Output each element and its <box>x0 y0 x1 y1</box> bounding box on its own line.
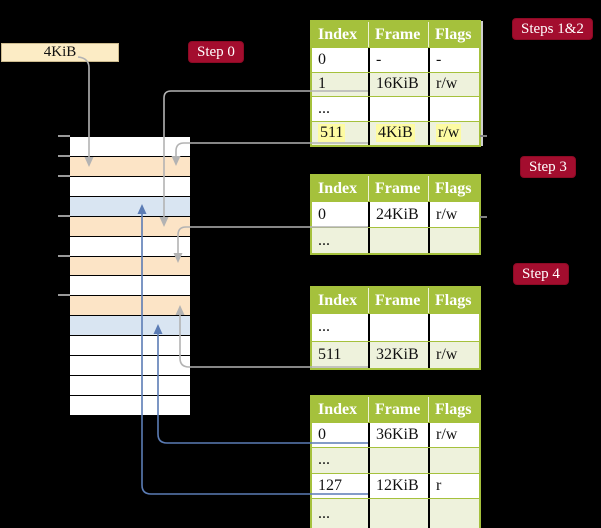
table-cell: 4KiB <box>368 121 428 145</box>
memory-row-white <box>70 336 190 357</box>
table-cell: 127 <box>318 476 342 494</box>
table-cell <box>428 314 479 341</box>
column-header-flags: Flags <box>428 288 479 313</box>
table-row: ... <box>312 313 479 341</box>
memory-row-blue <box>70 316 190 337</box>
column-header-frame: Frame <box>368 22 428 47</box>
memory-tick <box>58 294 70 297</box>
column-header-flags: Flags <box>428 22 479 47</box>
memory-row-white <box>70 376 190 396</box>
table-cell: 0 <box>318 50 326 68</box>
column-header-frame: Frame <box>368 397 428 422</box>
memory-row-orange <box>70 156 190 177</box>
steps-1-2-badge: Steps 1&2 <box>512 18 593 40</box>
table-row: ... <box>312 497 479 528</box>
table-row: 511 4KiB r/w <box>312 120 479 146</box>
memory-tick <box>58 254 70 257</box>
memory-row-white <box>70 236 190 257</box>
step-3-badge: Step 3 <box>520 156 576 178</box>
frame-size-label: 4KiB <box>1 43 119 62</box>
step-0-badge: Step 0 <box>188 41 244 63</box>
table-cell <box>428 97 479 121</box>
table-cell: - <box>368 48 428 72</box>
table-cell: 16KiB <box>368 72 428 96</box>
table-cell: ... <box>318 231 330 249</box>
table-cell: r/w <box>428 341 479 368</box>
table-cell <box>428 228 479 253</box>
table-cell <box>368 97 428 121</box>
table-cell <box>428 448 479 473</box>
table-cell <box>368 314 428 341</box>
column-header-index: Index <box>318 291 358 309</box>
table-cell: ... <box>318 318 330 336</box>
memory-row-white <box>70 176 190 197</box>
column-header-frame: Frame <box>368 288 428 313</box>
table-cell: r/w <box>428 202 479 227</box>
table-cell: 32KiB <box>368 341 428 368</box>
memory-row-white <box>70 356 190 377</box>
physical-memory-column <box>70 136 190 416</box>
memory-row-white <box>70 276 190 297</box>
memory-tick <box>58 174 70 177</box>
memory-row-orange <box>70 296 190 317</box>
table-row: ... <box>312 447 479 473</box>
table-row: ... <box>312 227 479 253</box>
memory-row-orange <box>70 216 190 237</box>
table-cell: ... <box>318 99 330 117</box>
column-header-index: Index <box>318 400 358 418</box>
table-cell: r/w <box>428 423 479 448</box>
column-header-flags: Flags <box>428 397 479 422</box>
table-cell: r/w <box>428 121 479 145</box>
table-cell <box>368 228 428 253</box>
memory-row-orange <box>70 256 190 277</box>
table-cell: ... <box>318 451 330 469</box>
table-cell: 511 <box>318 345 342 363</box>
table-cell: 1 <box>318 75 326 93</box>
table-cell: 511 <box>312 122 368 146</box>
column-header-frame: Frame <box>368 176 428 201</box>
table-cell: 0 <box>318 205 326 223</box>
table-cell <box>368 448 428 473</box>
memory-row-white <box>70 137 190 157</box>
highlighted-value: 4KiB <box>376 124 415 143</box>
table-cell: - <box>428 48 479 72</box>
table-cell: 24KiB <box>368 202 428 227</box>
table-row: 0 -- <box>312 47 479 72</box>
step-4-badge: Step 4 <box>513 263 569 285</box>
highlighted-value: 511 <box>318 124 346 143</box>
table-cell: r <box>428 473 479 498</box>
memory-tick <box>58 214 70 217</box>
column-header-index: Index <box>318 179 358 197</box>
memory-row-blue <box>70 196 190 217</box>
table-cell <box>368 498 428 528</box>
table-cell: ... <box>318 504 330 522</box>
table-cell: 12KiB <box>368 473 428 498</box>
column-header-index: Index <box>318 25 358 43</box>
table-row: ... <box>312 96 479 121</box>
table-cell: 36KiB <box>368 423 428 448</box>
table-cell: r/w <box>428 72 479 96</box>
column-header-flags: Flags <box>428 176 479 201</box>
table-cell <box>428 498 479 528</box>
table-cell: 0 <box>318 426 326 444</box>
memory-row-white <box>70 395 190 416</box>
memory-tick <box>58 154 70 157</box>
highlighted-value: r/w <box>436 124 462 143</box>
memory-tick <box>58 135 70 137</box>
